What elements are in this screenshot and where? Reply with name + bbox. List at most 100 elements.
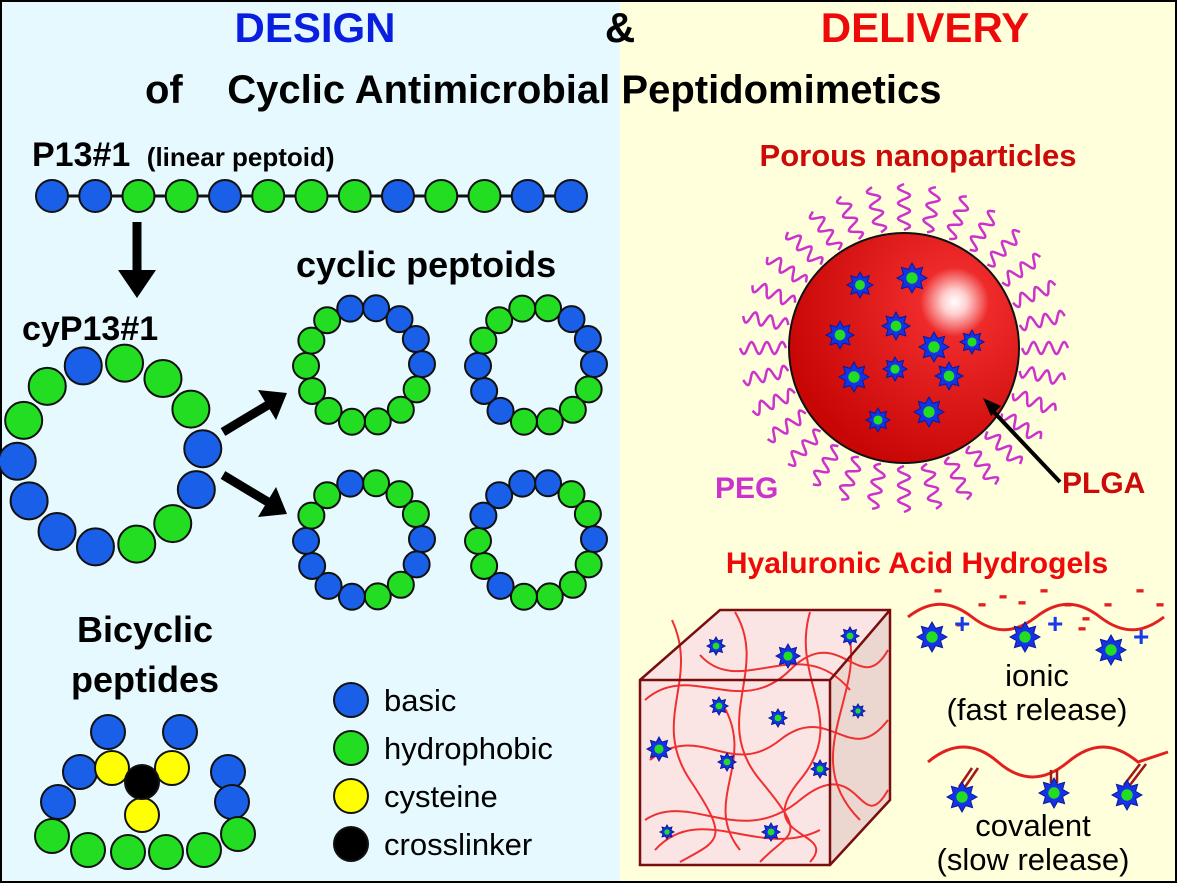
peg-chain — [920, 462, 943, 510]
legend-label: crosslinker — [384, 827, 532, 862]
drug-star-core — [774, 714, 782, 722]
gel-peptide — [716, 751, 738, 773]
legend-label: hydrophobic — [384, 731, 553, 766]
ring-residue — [579, 525, 608, 554]
arrow-head-down — [118, 270, 156, 298]
ring-residue — [313, 306, 342, 335]
cyclic-peptoids-label: cyclic peptoids — [296, 244, 556, 285]
ring-residue — [153, 504, 193, 544]
peg-chain — [766, 409, 807, 444]
positive-charge: + — [954, 608, 970, 639]
ring-residue — [558, 395, 587, 424]
ring-residue — [535, 582, 564, 611]
peg-chain — [1018, 366, 1067, 385]
linear-peptoid-chain — [35, 179, 588, 213]
bicyclic-label-line1: Bicyclic — [77, 609, 213, 650]
drug-star-core — [943, 370, 955, 382]
drug-star-core — [816, 765, 824, 773]
ring-residue — [336, 469, 365, 498]
gel-peptide — [760, 821, 782, 843]
ring-residue — [105, 343, 145, 383]
hydrogel-cube — [638, 608, 892, 867]
peg-chain — [986, 228, 1021, 268]
drug-star-core — [1105, 644, 1117, 656]
peg-chain — [742, 364, 790, 387]
peg-chain — [865, 186, 888, 234]
ionic-peptide — [915, 620, 949, 654]
ring-residue — [558, 570, 587, 599]
ring-residue — [314, 571, 343, 600]
ring-residue — [292, 351, 321, 380]
ring-residue — [402, 550, 431, 579]
ring-residue — [508, 294, 537, 323]
ionic-peptide — [1008, 620, 1042, 654]
drug-star-core — [890, 364, 900, 374]
ionic-polymer-strand — [907, 602, 1165, 632]
ionic-charges: ------------ — [933, 573, 1164, 642]
drug-star-core — [967, 337, 977, 347]
ring-residue — [9, 481, 49, 521]
ring-residue — [557, 480, 586, 509]
encapsulated-peptide — [845, 270, 875, 300]
negative-charge: - — [1103, 587, 1112, 618]
ring-residue — [485, 481, 514, 510]
hydrogel-fiber — [649, 719, 889, 761]
peg-chain — [896, 182, 912, 232]
positive-charge: + — [1047, 608, 1063, 639]
peg-chain — [751, 387, 796, 417]
ring-residue — [385, 480, 414, 509]
hydrogel-fiber — [671, 619, 717, 863]
ring-residue — [27, 366, 67, 406]
negative-charge: - — [1135, 573, 1144, 604]
peg-chain — [838, 455, 862, 501]
peg-chain — [984, 430, 1024, 465]
peg-chain — [1000, 413, 1043, 440]
ampersand: & — [605, 4, 635, 51]
gel-peptide — [767, 707, 789, 729]
linear-residue — [554, 179, 588, 213]
drug-star-core — [923, 406, 935, 418]
linear-residue — [294, 179, 329, 213]
hydrogel-fiber — [719, 699, 741, 851]
cyclic-peptoid-ring-large — [0, 343, 223, 567]
drug-star-core — [1019, 631, 1031, 643]
ring-residue — [37, 511, 77, 551]
ring-residue — [464, 526, 493, 555]
drug-star-core — [855, 280, 865, 290]
peg-chain — [1001, 252, 1042, 287]
hydrogel-fiber — [783, 611, 822, 863]
ring-residue — [117, 524, 157, 564]
hydrogel-fiber — [644, 649, 889, 701]
crosslinker-bead — [124, 764, 160, 800]
ring-residue — [469, 501, 498, 530]
cyclic-peptoid-variant-1 — [292, 294, 436, 436]
peg-chain — [969, 209, 996, 252]
ring-residue — [407, 525, 436, 554]
drug-star-core — [1121, 789, 1133, 801]
ring-residue — [314, 396, 343, 425]
linear-residue — [35, 179, 69, 213]
peg-label: PEG — [715, 472, 778, 505]
ring-residue — [363, 407, 392, 436]
peg-chains — [738, 182, 1070, 514]
encapsulated-peptide — [864, 406, 892, 434]
arrow-head-lower — [258, 487, 287, 517]
encapsulated-peptide — [837, 360, 871, 394]
linear-residue — [381, 179, 415, 213]
legend-swatch — [333, 826, 369, 862]
drug-star-core — [848, 371, 860, 383]
nanoparticles-title: Porous nanoparticles — [760, 138, 1077, 173]
gel-peptide — [774, 642, 802, 670]
linear-residue — [251, 179, 286, 213]
bicyclic-residue — [94, 750, 130, 786]
plga-label: PLGA — [1062, 467, 1145, 500]
drug-star-core — [767, 828, 775, 836]
encapsulated-peptide — [880, 310, 912, 342]
negative-charge: - — [1039, 573, 1048, 604]
covalent-peptide — [1110, 778, 1144, 812]
linear-residue — [510, 179, 545, 213]
ring-residue — [143, 359, 183, 399]
encapsulated-peptide — [933, 360, 965, 392]
